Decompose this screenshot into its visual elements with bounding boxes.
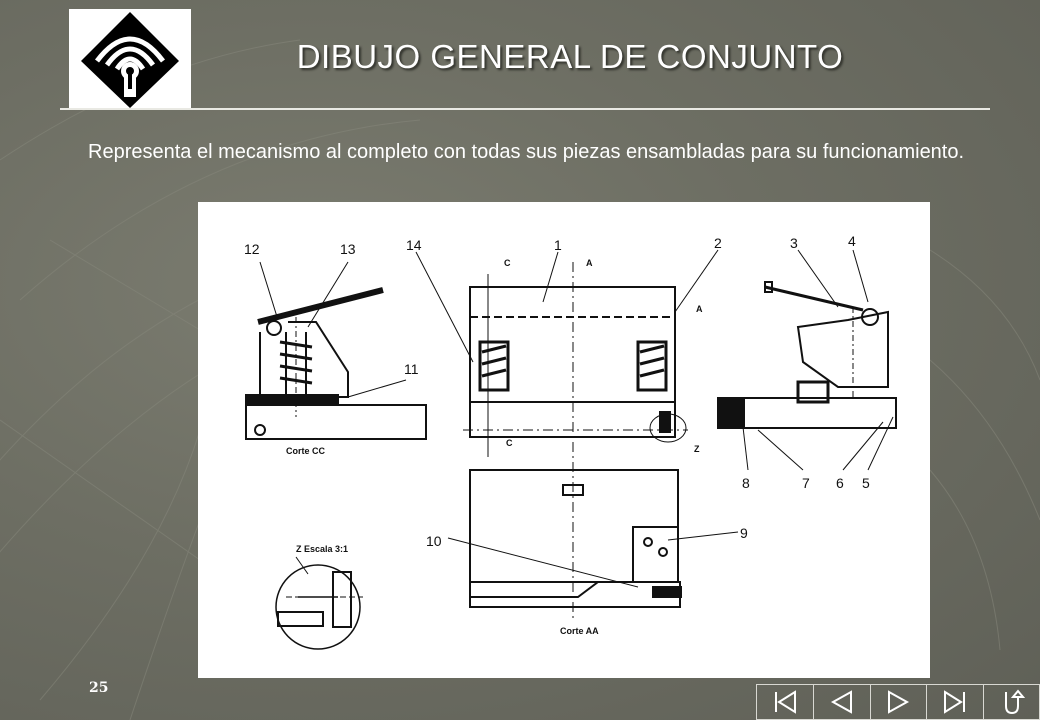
- last-slide-button[interactable]: [926, 684, 984, 720]
- slide-body-text: Representa el mecanismo al completo con …: [88, 141, 965, 163]
- part-number-3: 3: [790, 235, 798, 251]
- part-number-14: 14: [406, 237, 422, 253]
- previous-slide-button[interactable]: [812, 684, 870, 720]
- part-number-2: 2: [714, 235, 722, 251]
- first-slide-icon: [774, 690, 796, 714]
- next-slide-icon: [888, 690, 910, 714]
- previous-slide-icon: [830, 690, 852, 714]
- part-number-7: 7: [802, 475, 810, 491]
- last-slide-icon: [944, 690, 966, 714]
- part-number-13: 13: [340, 241, 356, 257]
- part-number-6: 6: [836, 475, 844, 491]
- part-number-12: 12: [244, 241, 260, 257]
- part-number-1: 1: [554, 237, 562, 253]
- section-label-a-side: A: [696, 304, 703, 314]
- part-number-5: 5: [862, 475, 870, 491]
- section-label-a-top: A: [586, 258, 593, 268]
- part-number-8: 8: [742, 475, 750, 491]
- part-number-9: 9: [740, 525, 748, 541]
- part-number-4: 4: [848, 233, 856, 249]
- return-icon: [1004, 689, 1025, 715]
- title-divider: [60, 108, 990, 110]
- slide-title: DIBUJO GENERAL DE CONJUNTO: [296, 38, 844, 75]
- slide-navigation: [756, 684, 1040, 720]
- caption-corte-aa: Corte AA: [560, 626, 599, 636]
- part-number-10: 10: [426, 533, 442, 549]
- caption-detail-z: Z Escala 3:1: [296, 544, 348, 554]
- return-button[interactable]: [983, 684, 1040, 720]
- section-label-c-bottom: C: [506, 438, 513, 448]
- page-number: 25: [89, 680, 109, 696]
- first-slide-button[interactable]: [756, 684, 813, 720]
- section-label-z: Z: [694, 444, 700, 454]
- assembly-drawing: 12 13 14 1 2 3 4 11 8 7 6 5 9 10 C A A C…: [198, 202, 930, 678]
- part-number-11: 11: [404, 361, 419, 377]
- section-label-c-top: C: [504, 258, 511, 268]
- next-slide-button[interactable]: [869, 684, 927, 720]
- institution-logo: [69, 9, 191, 110]
- caption-corte-cc: Corte CC: [286, 446, 326, 456]
